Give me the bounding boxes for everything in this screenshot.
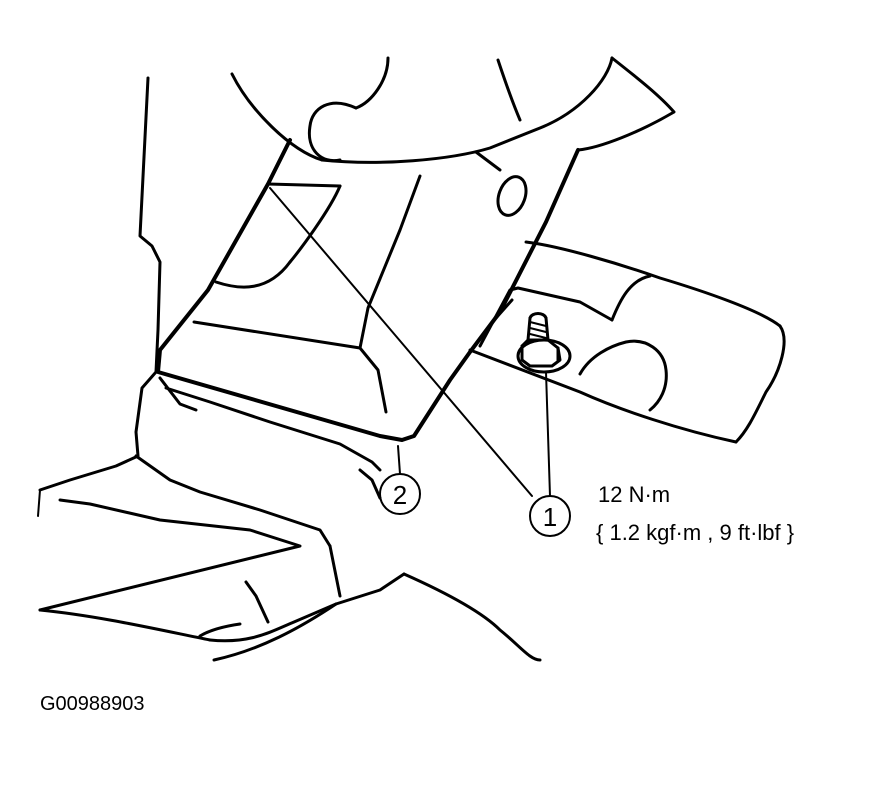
torque-value: 12 N·m [598,482,670,507]
leader-line-2 [397,445,401,475]
upper-housing [230,56,676,164]
bracket-part [156,138,580,472]
figure-id: G00988903 [40,693,145,715]
callout-2: 2 [379,473,421,515]
callout-1-label: 1 [543,502,557,532]
leader-line-1a [269,187,533,497]
leader-line-1b [545,371,551,497]
left-body-panel [37,76,162,517]
torque-spec: 12 N·m { 1.2 kgf·m , 9 ft·lbf } [596,482,794,545]
callout-2-label: 2 [393,480,407,510]
leader-lines [269,187,551,497]
bolt [516,312,572,374]
lower-frame [38,454,542,662]
callout-1: 1 [529,495,571,537]
torque-conversion: { 1.2 kgf·m , 9 ft·lbf } [596,520,794,545]
right-arm [468,240,786,444]
